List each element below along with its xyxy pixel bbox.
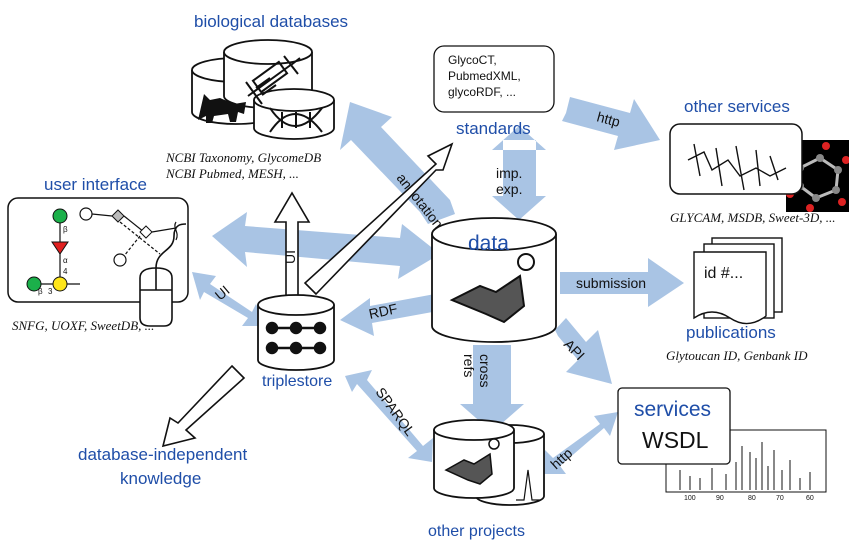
- standards-box: GlycoCT, PubmedXML, glycoRDF, ...: [433, 45, 555, 113]
- services-title: services: [634, 398, 711, 421]
- data-title: data: [468, 232, 509, 255]
- other-services-structure: [669, 123, 849, 212]
- arrow-label-http-services: http: [595, 108, 622, 130]
- arrow-label-sparql: SPARQL: [373, 384, 419, 439]
- arrow-label-submission: submission: [576, 275, 646, 291]
- glycan-link-3: 3: [48, 287, 53, 296]
- ui-caption: SNFG, UOXF, SweetDB, ...: [12, 318, 154, 333]
- publications-caption: Glytoucan ID, Genbank ID: [666, 348, 808, 363]
- spectrum-tick-3: 80: [748, 495, 756, 502]
- data-cylinder: [431, 217, 557, 343]
- publication-doc-text: id #...: [704, 265, 743, 282]
- arrow-label-cross: cross: [477, 354, 493, 387]
- other-projects-title: other projects: [428, 523, 525, 540]
- standards-item-2: PubmedXML,: [448, 69, 521, 83]
- arrow-api: API: [555, 318, 612, 384]
- standards-item-1: GlycoCT,: [448, 53, 497, 67]
- sugar-ring-icon: [449, 274, 526, 324]
- glycan-structure: β α 4 β 3: [26, 208, 80, 296]
- services-box: services WSDL: [617, 387, 731, 465]
- knowledge-title-2: knowledge: [120, 469, 201, 488]
- triples-icon: [265, 321, 327, 355]
- arrow-ui-data-bidirectional: [212, 212, 440, 279]
- arrow-to-standards-white: [303, 142, 454, 296]
- sugar-ring-small-icon: [444, 452, 493, 485]
- arrow-label-ui-top: UI: [282, 250, 298, 264]
- wsdl-label: WSDL: [642, 427, 709, 453]
- other-services-title: other services: [684, 97, 790, 116]
- publications-documents: id #...: [693, 237, 783, 325]
- arrow-http-projects: http: [538, 412, 618, 474]
- triplestore-cylinder: [257, 294, 335, 371]
- arrow-http-services: http: [562, 97, 660, 150]
- knowledge-title-1: database-independent: [78, 445, 247, 464]
- triplestore-title: triplestore: [262, 373, 332, 390]
- conformer-icon: [687, 143, 787, 191]
- glycan-anomer-beta: β: [63, 225, 68, 234]
- other-services-caption: GLYCAM, MSDB, Sweet-3D, ...: [670, 210, 835, 225]
- arrow-imp-exp: imp. exp.: [492, 126, 546, 220]
- standards-title: standards: [456, 119, 531, 138]
- peak-icon: [516, 469, 540, 501]
- biological-databases-cylinders: [191, 39, 335, 140]
- user-interface-panel: β α 4 β 3: [7, 197, 189, 327]
- fucose-icon: [51, 241, 69, 255]
- arrow-sparql: SPARQL: [345, 370, 433, 462]
- spectrum-tick-5: 60: [806, 495, 814, 502]
- spectrum-tick-1: 100: [684, 495, 696, 502]
- arrow-rdf: RDF: [340, 294, 438, 336]
- glycan-link-4: 4: [63, 267, 68, 276]
- syringe-icon: [245, 55, 301, 105]
- spectrum-tick-2: 90: [716, 495, 724, 502]
- dna-icon: [269, 107, 323, 133]
- other-projects-cylinders: [433, 419, 545, 506]
- glycan-anomer-alpha: α: [63, 256, 68, 265]
- arrow-label-imp: imp.: [496, 165, 522, 181]
- uoxf-glycan-structure: [79, 207, 178, 267]
- arrow-label-exp: exp.: [496, 181, 522, 197]
- glycan-anomer-beta-2: β: [38, 287, 43, 296]
- arrow-label-rdf: RDF: [367, 300, 398, 322]
- bio-db-caption-1: NCBI Taxonomy, GlycomeDB: [165, 150, 321, 165]
- cat-icon: [198, 94, 246, 123]
- arrow-label-refs: refs: [461, 354, 477, 377]
- standards-item-3: glycoRDF, ...: [448, 85, 516, 99]
- user-interface-title: user interface: [44, 175, 147, 194]
- publications-title: publications: [686, 323, 776, 342]
- bio-db-caption-2: NCBI Pubmed, MESH, ...: [165, 166, 299, 181]
- mouse-icon: [139, 223, 187, 327]
- arrow-ui-left: UI: [192, 272, 266, 326]
- biological-databases-title: biological databases: [194, 12, 348, 31]
- arrow-ui-top-white: UI: [273, 191, 311, 297]
- arrow-cross-refs: cross refs: [460, 345, 524, 432]
- arrow-knowledge-white: [161, 364, 246, 448]
- spectrum-tick-4: 70: [776, 495, 784, 502]
- arrow-submission: submission: [560, 258, 684, 307]
